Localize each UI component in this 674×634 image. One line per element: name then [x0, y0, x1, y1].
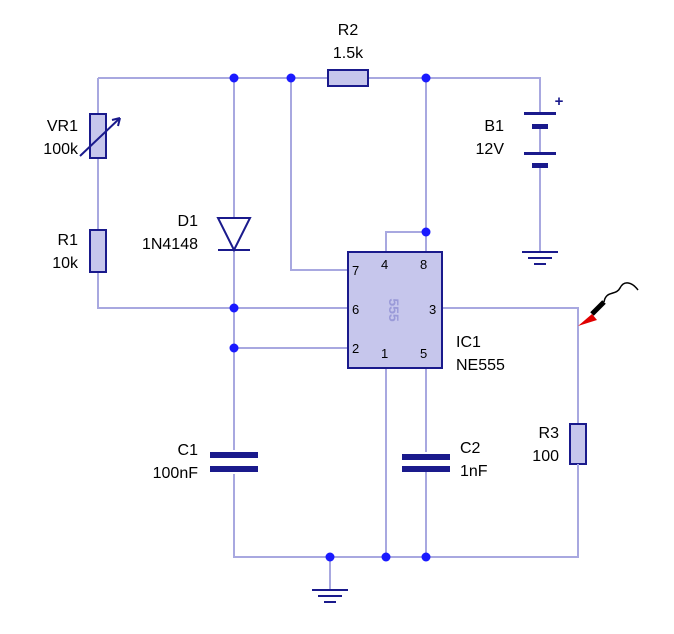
ic1-chip-marking: 555	[386, 298, 402, 322]
b1-value-label: 12V	[476, 141, 505, 158]
r3-value-label: 100	[532, 448, 559, 465]
capacitor-c1[interactable]: C1 100nF	[153, 442, 258, 482]
ic-ic1[interactable]: 555 7 4 8 6 3 2 1 5 IC1 NE555	[347, 251, 505, 374]
r2-ref-label: R2	[338, 22, 359, 39]
ground-symbol-main	[312, 589, 348, 603]
d1-ref-label: D1	[178, 213, 199, 230]
ic1-ref-label: IC1	[456, 334, 481, 351]
ground-symbol-battery	[522, 251, 558, 265]
c2-ref-label: C2	[460, 440, 481, 457]
c2-value-label: 1nF	[460, 463, 488, 480]
d1-value-label: 1N4148	[142, 236, 198, 253]
ic1-value-label: NE555	[456, 357, 505, 374]
diode-d1[interactable]: D1 1N4148	[142, 213, 252, 253]
potentiometer-vr1[interactable]: VR1 100k	[43, 113, 121, 159]
ic1-pin-6: 6	[352, 302, 359, 317]
ic1-pin-5: 5	[420, 346, 427, 361]
c1-value-label: 100nF	[153, 465, 199, 482]
ic1-pin-7: 7	[352, 263, 359, 278]
c1-ref-label: C1	[178, 442, 199, 459]
r1-value-label: 10k	[52, 255, 79, 272]
b1-polarity-mark: +	[555, 93, 564, 110]
ic1-pin-1: 1	[381, 346, 388, 361]
b1-ref-label: B1	[484, 118, 504, 135]
vr1-value-label: 100k	[43, 141, 79, 158]
battery-b1[interactable]: + B1 12V	[476, 93, 564, 168]
r1-ref-label: R1	[58, 232, 79, 249]
wires	[97, 77, 579, 590]
resistor-r1[interactable]: R1 10k	[52, 229, 107, 273]
vr1-ref-label: VR1	[47, 118, 78, 135]
ic1-pin-2: 2	[352, 341, 359, 356]
resistor-r2[interactable]: R2 1.5k	[327, 22, 369, 87]
ic1-pin-4: 4	[381, 257, 388, 272]
ic1-pin-8: 8	[420, 257, 427, 272]
ic1-pin-3: 3	[429, 302, 436, 317]
junction-nodes	[229, 73, 431, 562]
capacitor-c2[interactable]: C2 1nF	[402, 440, 488, 480]
probe-icon[interactable]	[578, 282, 639, 326]
resistor-r3[interactable]: R3 100	[532, 423, 587, 494]
r2-value-label: 1.5k	[333, 45, 364, 62]
r3-ref-label: R3	[539, 425, 560, 442]
